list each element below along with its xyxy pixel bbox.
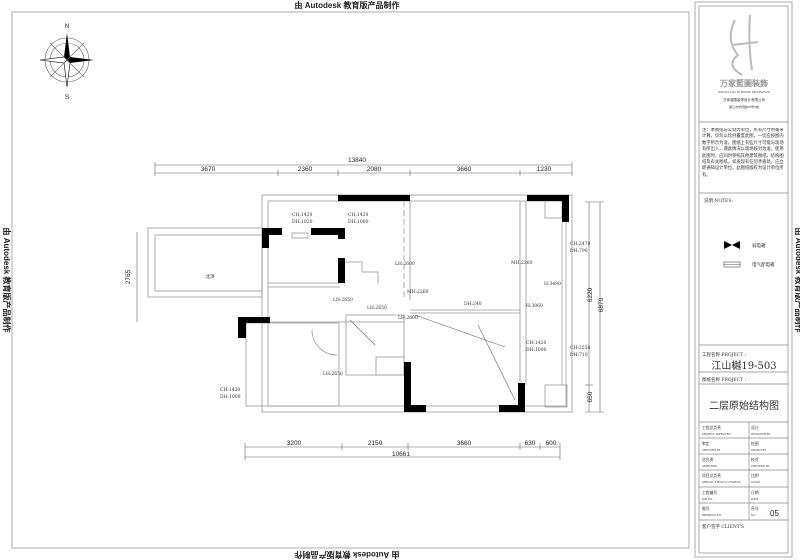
dimension-top: 3660 [457, 166, 472, 173]
watermark-right: 由 Autodesk 教育版产品制作 [794, 228, 800, 333]
company-logo-text: 万家藍圖裝飾 [719, 78, 768, 88]
side-dimension-lines [136, 201, 604, 413]
dimension-bottom: 3660 [457, 440, 472, 447]
height-label: DH:710 [570, 352, 588, 358]
svg-text:CHECKED BY: CHECKED BY [751, 464, 770, 468]
dimension-bottom: 2150 [368, 440, 383, 447]
height-label: CH:1420 [348, 212, 368, 218]
compass-north: N [65, 23, 70, 30]
client-label: 客户签字 CLIENT'S [702, 523, 744, 530]
notes-label: 说明 NOTES: [704, 197, 733, 204]
company-logo: 万家藍圖裝飾 [719, 14, 768, 88]
svg-text:总负责: 总负责 [702, 457, 714, 462]
svg-text:序号: 序号 [751, 506, 759, 511]
height-label: CH:1420 [292, 212, 312, 218]
bottom-dimension-lines [244, 443, 561, 460]
svg-text:SCALE: SCALE [751, 480, 760, 484]
company-address: 镇江市学府路88号5楼 [729, 104, 759, 109]
svg-text:JOB NO.: JOB NO. [701, 497, 713, 501]
height-label: LH:2600 [395, 261, 415, 267]
notes-foreign: 注：本图纸与公制为单位，所有尺寸用毫米计算。切勿以比例量度此图，一切应按图内数字… [702, 128, 784, 178]
height-label: CH:2550 [570, 345, 590, 351]
room-annotations: CH:1420 DH:1020 CH:1420 DH:1000 LH:2600 … [220, 212, 590, 400]
height-label: LH:2650 [333, 297, 353, 303]
dimension-total-top: 13840 [348, 157, 366, 164]
sheet-number: 05 [770, 509, 779, 518]
company-name: 万家蓝图装饰设计有限公司 [723, 97, 765, 102]
svg-text:CHECKED BY: CHECKED BY [702, 448, 721, 452]
svg-text:DRAWN BY: DRAWN BY [751, 448, 766, 452]
svg-text:项目总负责: 项目总负责 [702, 473, 721, 478]
svg-text:DATE: DATE [751, 497, 759, 501]
svg-text:图号: 图号 [702, 506, 710, 511]
height-label: MH:2260 [407, 289, 429, 295]
height-label: LH:2600 [398, 315, 418, 321]
svg-text:日期: 日期 [751, 490, 759, 495]
balcony-label: 北顶 [206, 273, 215, 280]
svg-text:工程总负责: 工程总负责 [702, 425, 721, 430]
height-label: MH:2360 [511, 260, 533, 266]
height-label: DH:1000 [348, 219, 369, 225]
dimension-top: 2360 [298, 166, 313, 173]
legend-label: 电气配电箱 [752, 261, 775, 268]
svg-text:DRAWING NO.: DRAWING NO. [702, 513, 722, 517]
height-label: H:3480 [544, 281, 561, 287]
structural-walls [238, 195, 569, 412]
company-en: WAN JIA LAN TU HOUSE DECORATION [718, 91, 771, 94]
dimension-bottom: 3200 [287, 440, 302, 447]
svg-text:设计: 设计 [751, 425, 759, 430]
top-dimension-lines [154, 162, 573, 176]
dimension-right: 650 [587, 391, 594, 402]
height-label: DH:240 [464, 301, 482, 307]
height-label: CH:2470 [570, 241, 590, 247]
dimension-left: 2765 [125, 269, 132, 284]
drawing-name: 二层原始结构图 [709, 399, 779, 412]
plan-walls [147, 194, 573, 413]
dimension-right: 6870 [598, 297, 605, 312]
svg-text:DESIGNED BY: DESIGNED BY [751, 432, 771, 436]
watermark-top: 由 Autodesk 教育版产品制作 [295, 0, 400, 10]
svg-text:绘图: 绘图 [751, 441, 759, 446]
height-label: CH:1420 [526, 340, 546, 346]
dimension-top: 2080 [367, 166, 382, 173]
dimension-bottom: 600 [546, 440, 557, 447]
svg-text:比例: 比例 [751, 473, 759, 478]
svg-text:SPECIAL FIELD IN CHARGE: SPECIAL FIELD IN CHARGE [702, 480, 740, 484]
notes-body: 注：本图纸与公制为单位，所有尺寸用毫米计算。切勿以比例量度此图，一切应按图内数字… [702, 128, 784, 178]
height-label: DH:1020 [292, 219, 313, 225]
height-label: DH:1000 [220, 394, 241, 400]
legend-label: 弱电箱 [752, 242, 766, 249]
height-label: LH:2650 [323, 371, 343, 377]
svg-text:工程编号: 工程编号 [702, 490, 717, 495]
compass-south: S [65, 94, 70, 101]
height-label: CH:1420 [220, 387, 240, 393]
height-label: H:3860 [526, 303, 543, 309]
height-label: DH:1000 [526, 347, 547, 353]
drawing-label: 图纸名称 PROJECT : [702, 376, 746, 383]
watermark-left: 由 Autodesk 教育版产品制作 [2, 228, 12, 333]
svg-text:审定: 审定 [702, 441, 710, 446]
title-fields: 工程总负责 PROJECT APPROVED 设计 DESIGNED BY 审定 CH… [701, 425, 771, 517]
dimension-top: 1230 [537, 166, 552, 173]
watermark-bottom: 由 Autodesk 教育版产品制作 [295, 550, 400, 560]
dimension-bottom: 630 [525, 440, 536, 447]
project-label: 工程名称 PROJECT : [702, 351, 746, 358]
height-label: DH:790 [570, 248, 588, 254]
dimension-top: 3670 [201, 166, 216, 173]
svg-text:校对: 校对 [751, 457, 759, 462]
compass-rose-icon [39, 33, 94, 88]
project-name: 江山樾19-503 [711, 359, 776, 372]
dimension-right: 6220 [587, 287, 594, 302]
height-label: LH:2650 [367, 305, 387, 311]
svg-text:PROJECT APPROVED: PROJECT APPROVED [702, 432, 731, 436]
drawing-frame [11, 11, 690, 549]
dimension-total-bottom: 10661 [392, 451, 410, 458]
weak-current-box-icon [724, 241, 740, 249]
title-block [694, 1, 793, 558]
svg-text:APPROVED: APPROVED [701, 464, 717, 468]
svg-text:NO.: NO. [751, 513, 756, 517]
